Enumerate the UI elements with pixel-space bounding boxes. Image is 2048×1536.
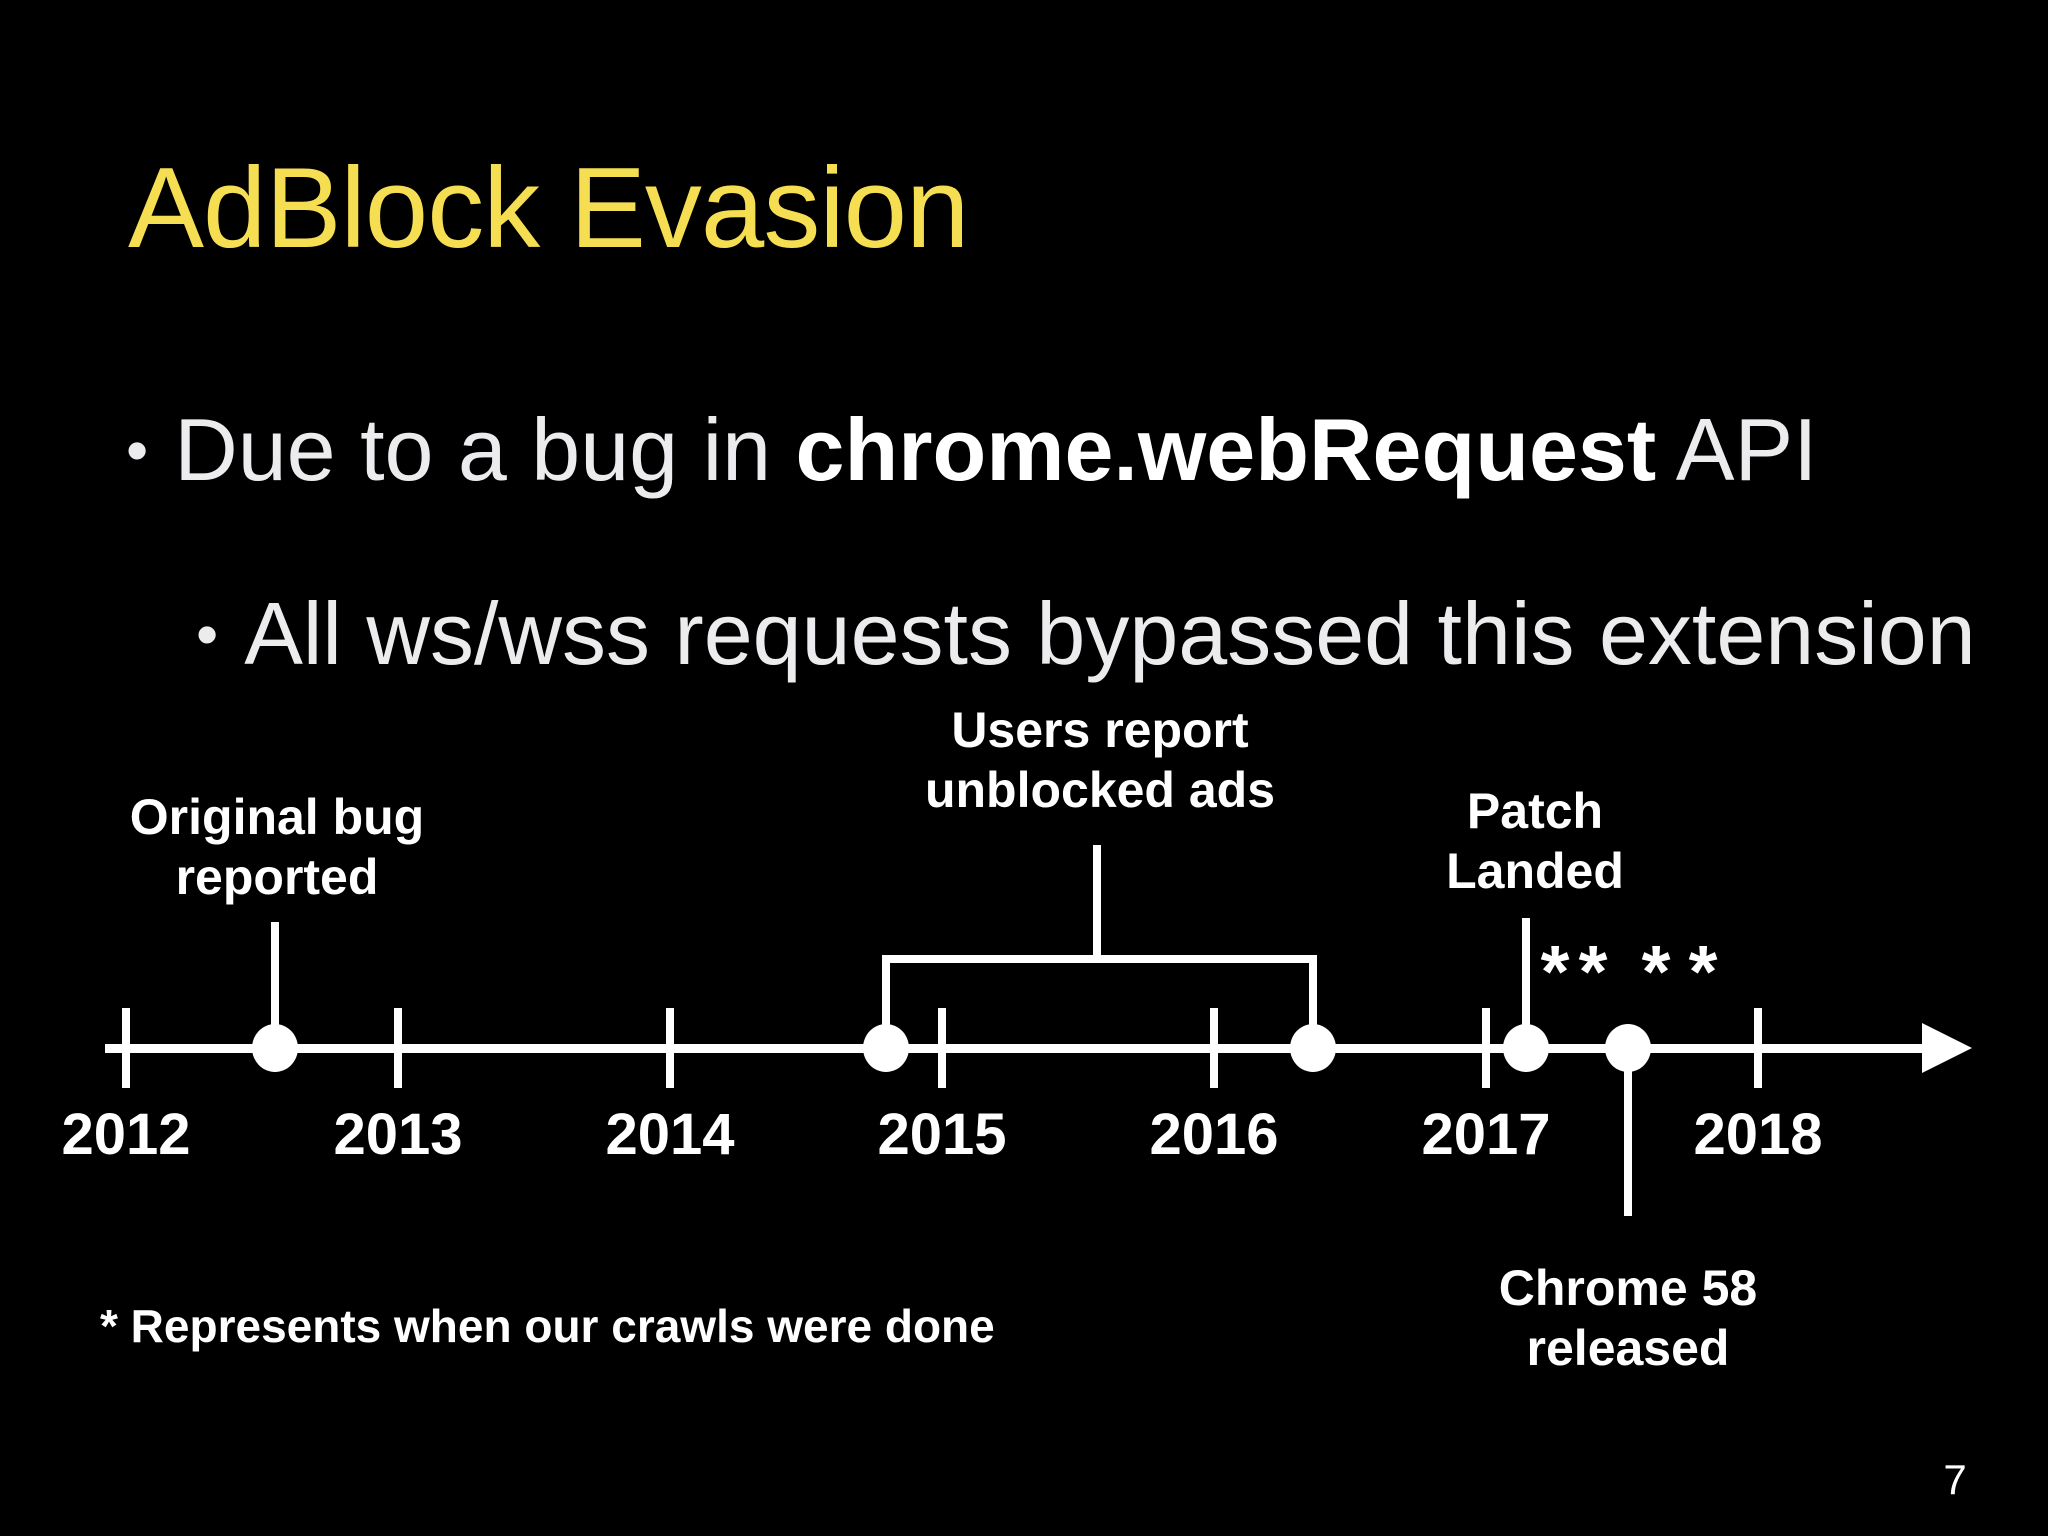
timeline-axis — [105, 1044, 1930, 1053]
bracket-users-report-left — [882, 955, 890, 1050]
bullet-icon: • — [126, 416, 149, 486]
crawl-marker-asterisk: * — [1641, 930, 1671, 1013]
bullet-2-text: All ws/wss requests bypassed this extens… — [244, 584, 1976, 683]
year-label-2018: 2018 — [1693, 1102, 1823, 1167]
event-label-line: Original bug — [129, 789, 425, 845]
crawl-marker-asterisk: * — [1578, 930, 1608, 1013]
event-label-line: Patch — [1466, 783, 1604, 839]
tick-2018 — [1754, 1008, 1762, 1088]
bullet-1-text: Due to a bug in chrome.webRequest API — [174, 400, 1817, 499]
timeline-arrowhead-icon — [1922, 1023, 1972, 1073]
page-number: 7 — [1943, 1456, 1967, 1503]
stem-original-bug — [271, 922, 279, 1048]
stem-patch-landed — [1522, 918, 1530, 1048]
event-label-chrome58: Chrome 58 released — [1408, 1258, 1848, 1378]
stem-chrome58 — [1624, 1048, 1632, 1216]
tick-2014 — [666, 1008, 674, 1088]
event-label-users-report: Users report unblocked ads — [880, 700, 1320, 820]
bullet-icon: • — [196, 600, 219, 670]
bullet-item-1: •Due to a bug in chrome.webRequest API — [126, 406, 1818, 494]
bullet-1-bold-api-name: chrome.webRequest — [795, 400, 1657, 499]
year-label-2013: 2013 — [333, 1102, 463, 1167]
year-label-2014: 2014 — [605, 1102, 735, 1167]
bullet-item-2: •All ws/wss requests bypassed this exten… — [196, 590, 1976, 678]
event-label-line: released — [1526, 1320, 1730, 1376]
tick-2016 — [1210, 1008, 1218, 1088]
crawl-marker-asterisk: * — [1540, 930, 1570, 1013]
bullet-1-suffix: API — [1656, 400, 1818, 499]
tick-2013 — [394, 1008, 402, 1088]
event-label-line: reported — [175, 849, 379, 905]
tick-2015 — [938, 1008, 946, 1088]
year-label-2015: 2015 — [877, 1102, 1007, 1167]
year-label-2017: 2017 — [1421, 1102, 1551, 1167]
bracket-users-report-top — [882, 955, 1317, 963]
event-label-line: unblocked ads — [924, 762, 1276, 818]
tick-2012 — [122, 1008, 130, 1088]
stem-users-report — [1093, 845, 1101, 963]
slide-title: AdBlock Evasion — [128, 145, 969, 272]
bracket-users-report-right — [1309, 955, 1317, 1050]
tick-2017 — [1482, 1008, 1490, 1088]
event-label-line: Chrome 58 — [1498, 1260, 1758, 1316]
bullet-1-prefix: Due to a bug in — [174, 400, 796, 499]
event-label-line: Landed — [1446, 843, 1624, 899]
event-label-patch-landed: Patch Landed — [1315, 781, 1755, 901]
event-label-original-bug: Original bug reported — [57, 787, 497, 907]
event-label-line: Users report — [951, 702, 1249, 758]
year-label-2016: 2016 — [1149, 1102, 1279, 1167]
year-label-2012: 2012 — [61, 1102, 191, 1167]
footnote: * Represents when our crawls were done — [100, 1300, 995, 1352]
crawl-marker-asterisk: * — [1688, 930, 1718, 1013]
